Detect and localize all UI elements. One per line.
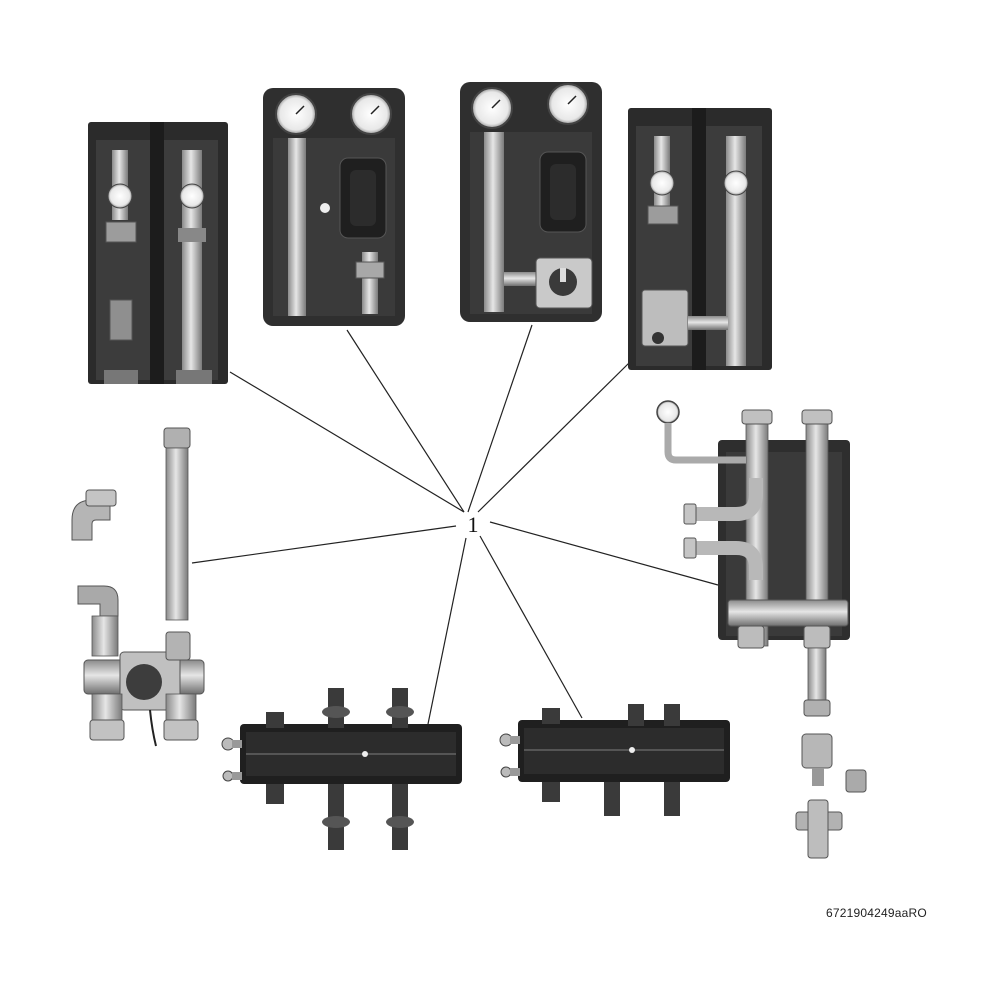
pump-group-mixed-open xyxy=(628,108,772,370)
callout-number: 1 xyxy=(468,512,479,537)
document-code: 6721904249aaRO xyxy=(826,906,927,920)
pump-group-unmixed-open xyxy=(88,122,228,384)
pressure-gauge-icon xyxy=(656,400,680,424)
pump-group-unmixed-closed xyxy=(263,88,405,326)
pipe-and-fittings-kit xyxy=(71,427,205,747)
elbow-fitting-icon xyxy=(71,499,111,541)
leader-lines xyxy=(191,324,719,725)
elbow-fitting-icon xyxy=(77,585,119,617)
thermometer-gauge-icon xyxy=(649,170,675,196)
valve-icon xyxy=(222,770,234,782)
hydraulic-separator-module xyxy=(656,400,867,859)
pump-group-mixed-closed xyxy=(460,82,602,322)
distribution-manifold-single xyxy=(499,704,730,816)
ball-valve-icon xyxy=(801,733,833,769)
mixer-actuator-icon xyxy=(652,332,664,344)
mixer-actuator-icon xyxy=(126,664,162,700)
distribution-manifold-double xyxy=(221,688,462,850)
thermometer-gauge-icon xyxy=(723,170,749,196)
nipple-fitting-icon xyxy=(845,769,867,793)
thermometer-gauge-icon xyxy=(107,183,133,209)
thermometer-gauge-icon xyxy=(179,183,205,209)
valve-icon xyxy=(500,766,512,778)
